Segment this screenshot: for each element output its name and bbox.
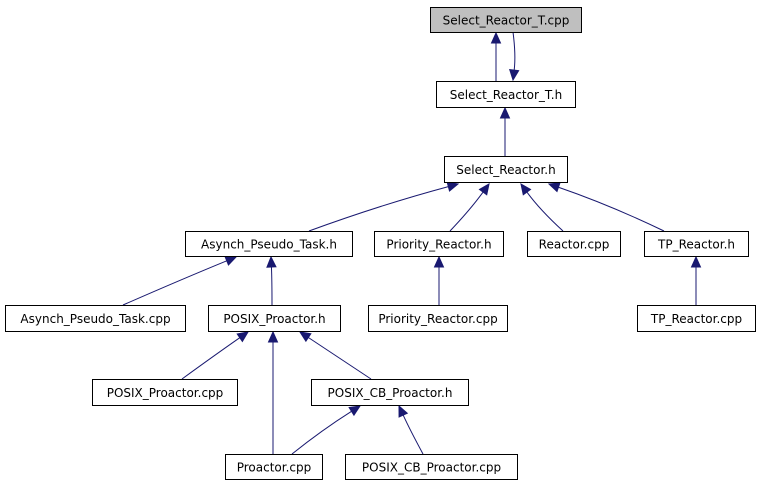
node-box <box>185 231 353 257</box>
node-box <box>374 231 504 257</box>
node-posix-proactor-cpp[interactable]: POSIX_Proactor.cpp <box>92 379 238 406</box>
arrowhead-icon <box>690 255 702 268</box>
node-select-reactor-h[interactable]: Select_Reactor.h <box>444 156 568 183</box>
node-box <box>5 305 186 332</box>
node-label: POSIX_Proactor.h <box>223 312 325 326</box>
arrowhead-icon <box>398 404 409 418</box>
edge-posix_proactor_cpp-to-posix_proactor_h <box>181 331 249 380</box>
edge-select_reactor_t_h-to-select_reactor_t_cpp <box>490 31 502 81</box>
edge-posix_proactor_h-to-asynch_pseudo_task_h <box>266 255 277 306</box>
node-select-reactor-t-h[interactable]: Select_Reactor_T.h <box>436 81 576 108</box>
node-label: POSIX_CB_Proactor.h <box>328 386 453 400</box>
node-label: Priority_Reactor.h <box>386 238 491 252</box>
arrowhead-icon <box>266 255 277 268</box>
arrowhead-icon <box>547 182 561 193</box>
node-box <box>311 379 469 406</box>
arrowhead-icon <box>520 183 532 196</box>
node-box <box>430 7 582 33</box>
nodes-layer: Select_Reactor_T.cppSelect_Reactor_T.hSe… <box>5 7 756 480</box>
edge-select_reactor_h-to-select_reactor_t_h <box>499 106 511 156</box>
arrowhead-icon <box>433 255 445 268</box>
edge-line <box>449 191 484 232</box>
edge-priority_reactor_cpp-to-priority_reactor_h <box>433 255 445 305</box>
node-label: TP_Reactor.cpp <box>650 312 742 326</box>
node-label: Asynch_Pseudo_Task.h <box>201 238 337 252</box>
arrowhead-icon <box>490 31 502 44</box>
node-priority-reactor-h[interactable]: Priority_Reactor.h <box>374 231 504 257</box>
edge-line <box>402 414 424 455</box>
arrowhead-icon <box>478 183 490 196</box>
arrowhead-icon <box>267 330 279 343</box>
arrowhead-icon <box>509 68 520 82</box>
node-reactor-cpp[interactable]: Reactor.cpp <box>527 231 621 257</box>
edge-posix_cb_proactor_h-to-posix_proactor_h <box>298 331 372 380</box>
edge-line <box>526 191 564 232</box>
node-label: Reactor.cpp <box>539 238 610 252</box>
arrowhead-icon <box>499 106 511 119</box>
node-box <box>225 454 323 480</box>
node-label: Select_Reactor_T.h <box>450 88 562 102</box>
edge-line <box>308 337 372 380</box>
node-asynch-pseudo-task-h[interactable]: Asynch_Pseudo_Task.h <box>185 231 353 257</box>
node-box <box>527 231 621 257</box>
edge-priority_reactor_h-to-select_reactor_h <box>449 183 490 232</box>
edge-posix_cb_proactor_cpp-to-posix_cb_proactor_h <box>398 404 424 455</box>
edge-asynch_pseudo_task_cpp-to-asynch_pseudo_task_h <box>122 256 238 306</box>
node-asynch-pseudo-task-cpp[interactable]: Asynch_Pseudo_Task.cpp <box>5 305 186 332</box>
edge-line <box>270 266 273 306</box>
arrowhead-icon <box>224 256 238 266</box>
edge-line <box>308 186 449 232</box>
edges-layer <box>122 31 702 455</box>
node-label: Asynch_Pseudo_Task.cpp <box>20 312 170 326</box>
edge-line <box>512 31 516 71</box>
node-label: Priority_Reactor.cpp <box>378 312 497 326</box>
node-tp-reactor-cpp[interactable]: TP_Reactor.cpp <box>637 305 756 332</box>
edge-select_reactor_t_cpp-to-select_reactor_t_h <box>509 31 520 82</box>
node-label: Select_Reactor_T.cpp <box>443 14 570 28</box>
edge-proactor_cpp-to-posix_cb_proactor_h <box>291 405 362 455</box>
node-posix-proactor-h[interactable]: POSIX_Proactor.h <box>208 305 341 332</box>
arrowhead-icon <box>236 331 249 343</box>
node-label: TP_Reactor.h <box>657 238 735 252</box>
edge-tp_reactor_h-to-select_reactor_h <box>547 182 665 232</box>
node-box <box>345 454 518 480</box>
arrowhead-icon <box>348 405 362 417</box>
node-box <box>436 81 576 108</box>
edge-line <box>291 410 352 455</box>
node-box <box>368 305 508 332</box>
node-box <box>637 305 756 332</box>
node-box <box>444 156 568 183</box>
node-box <box>92 379 238 406</box>
edge-asynch_pseudo_task_h-to-select_reactor_h <box>308 181 460 232</box>
arrowhead-icon <box>298 331 312 343</box>
edge-tp_reactor_cpp-to-tp_reactor_h <box>690 255 702 305</box>
node-box <box>208 305 341 332</box>
edge-reactor_cpp-to-select_reactor_h <box>520 183 564 232</box>
node-label: POSIX_Proactor.cpp <box>107 386 224 400</box>
node-posix-cb-proactor-h[interactable]: POSIX_CB_Proactor.h <box>311 379 469 406</box>
edge-line <box>122 260 227 306</box>
node-tp-reactor-h[interactable]: TP_Reactor.h <box>644 231 749 257</box>
node-select-reactor-t-cpp: Select_Reactor_T.cpp <box>430 7 582 33</box>
edge-line <box>558 186 665 232</box>
node-priority-reactor-cpp[interactable]: Priority_Reactor.cpp <box>368 305 508 332</box>
edge-proactor_cpp-to-posix_proactor_h <box>267 330 279 454</box>
node-posix-cb-proactor-cpp[interactable]: POSIX_CB_Proactor.cpp <box>345 454 518 480</box>
node-label: Select_Reactor.h <box>456 163 555 177</box>
edge-line <box>181 337 241 380</box>
node-label: POSIX_CB_Proactor.cpp <box>362 461 501 475</box>
arrowhead-icon <box>446 181 460 192</box>
node-label: Proactor.cpp <box>237 461 312 475</box>
node-box <box>644 231 749 257</box>
node-proactor-cpp[interactable]: Proactor.cpp <box>225 454 323 480</box>
